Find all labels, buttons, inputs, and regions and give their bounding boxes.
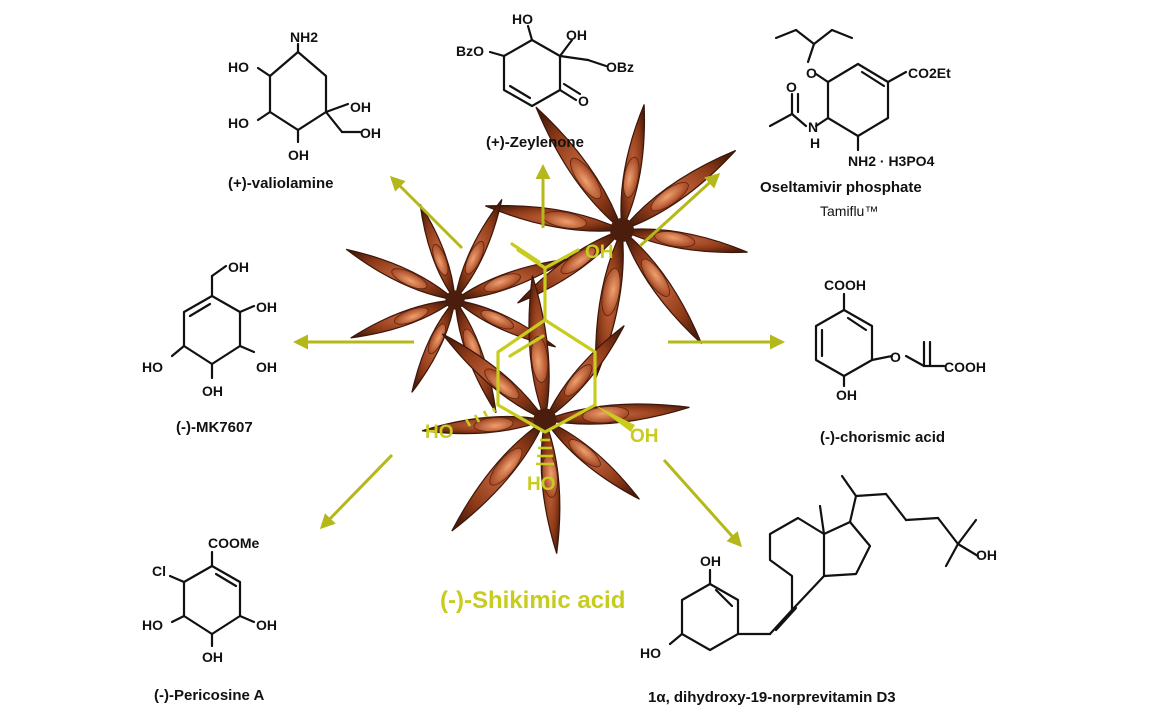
- pericosine-structure: COOMe Cl HO OH OH: [142, 535, 277, 665]
- reaction-arrows: [293, 164, 785, 548]
- shikimic-oh-acid: OH: [585, 242, 614, 263]
- norprevitamin-oh-1: OH: [700, 553, 721, 569]
- valiolamine-nh2: NH2: [290, 29, 318, 45]
- zeylenone-ho: HO: [512, 11, 533, 27]
- arrow-norprevitamin: [662, 459, 742, 548]
- arrow-pericosine: [319, 453, 394, 530]
- oseltamivir-n: N: [808, 119, 818, 135]
- valiolamine-structure: NH2 HO HO OH OH OH: [228, 29, 381, 163]
- shikimic-ho-bottom: HO: [527, 474, 556, 495]
- mk7607-label: (-)-MK7607: [176, 419, 253, 436]
- chorismic-ether-o: O: [890, 349, 901, 365]
- tamiflu-label: Tamiflu™: [820, 203, 878, 219]
- shikimic-acid-structure: OH HO OH HO: [425, 242, 659, 495]
- shikimic-ho-left: HO: [425, 422, 454, 443]
- oseltamivir-ether-o: O: [806, 65, 817, 81]
- zeylenone-bzo: BzO: [456, 43, 484, 59]
- oseltamivir-carbonyl-o: O: [786, 79, 797, 95]
- mk7607-oh-1: OH: [256, 299, 277, 315]
- mk7607-oh-2: OH: [256, 359, 277, 375]
- oseltamivir-co2et: CO2Et: [908, 65, 951, 81]
- valiolamine-oh-1: OH: [350, 99, 371, 115]
- norprevitamin-oh-2: OH: [976, 547, 997, 563]
- zeylenone-structure: HO OH BzO OBz O: [456, 11, 634, 109]
- pericosine-ho: HO: [142, 617, 163, 633]
- mk7607-oh-3: OH: [202, 383, 223, 399]
- valiolamine-oh-3: OH: [288, 147, 309, 163]
- oseltamivir-label: Oseltamivir phosphate: [760, 179, 922, 196]
- norprevitamin-ho: HO: [640, 645, 661, 661]
- oseltamivir-structure: CO2Et O O N H NH2 · H3PO4: [768, 28, 951, 169]
- chorismic-acid-structure: COOH O COOH OH: [814, 277, 986, 403]
- mk7607-ho: HO: [142, 359, 163, 375]
- oseltamivir-nh2-salt: NH2 · H3PO4: [848, 153, 935, 169]
- chorismic-cooh-2: COOH: [944, 359, 986, 375]
- pericosine-oh-1: OH: [256, 617, 277, 633]
- zeylenone-label: (+)-Zeylenone: [486, 134, 584, 151]
- zeylenone-obz: OBz: [606, 59, 634, 75]
- star-anise-pod: [422, 275, 690, 554]
- norprevitamin-label: 1α, dihydroxy-19-norprevitamin D3: [648, 689, 896, 706]
- norprevitamin-structure: OH HO OH: [640, 474, 997, 661]
- arrow-valiolamine: [389, 175, 464, 250]
- valiolamine-oh-2: OH: [360, 125, 381, 141]
- pericosine-label: (-)-Pericosine A: [154, 687, 264, 704]
- valiolamine-ho-1: HO: [228, 59, 249, 75]
- pericosine-oh-2: OH: [202, 649, 223, 665]
- valiolamine-ho-2: HO: [228, 115, 249, 131]
- arrow-oseltamivir: [638, 172, 721, 248]
- chorismic-oh: OH: [836, 387, 857, 403]
- chorismic-acid-label: (-)-chorismic acid: [820, 429, 945, 446]
- pericosine-coome: COOMe: [208, 535, 260, 551]
- pericosine-cl: Cl: [152, 563, 166, 579]
- zeylenone-oh: OH: [566, 27, 587, 43]
- zeylenone-ketone-o: O: [578, 93, 589, 109]
- mk7607-ch2oh: OH: [228, 259, 249, 275]
- mk7607-structure: OH OH HO OH OH: [142, 259, 277, 399]
- shikimic-acid-title: (-)-Shikimic acid: [440, 587, 625, 614]
- valiolamine-label: (+)-valiolamine: [228, 175, 333, 192]
- star-anise-pod: [485, 104, 748, 378]
- star-anise-pod: [345, 199, 569, 414]
- star-anise-image: [345, 104, 748, 554]
- oseltamivir-h: H: [810, 135, 820, 151]
- chorismic-cooh-1: COOH: [824, 277, 866, 293]
- shikimic-oh-right: OH: [630, 426, 659, 447]
